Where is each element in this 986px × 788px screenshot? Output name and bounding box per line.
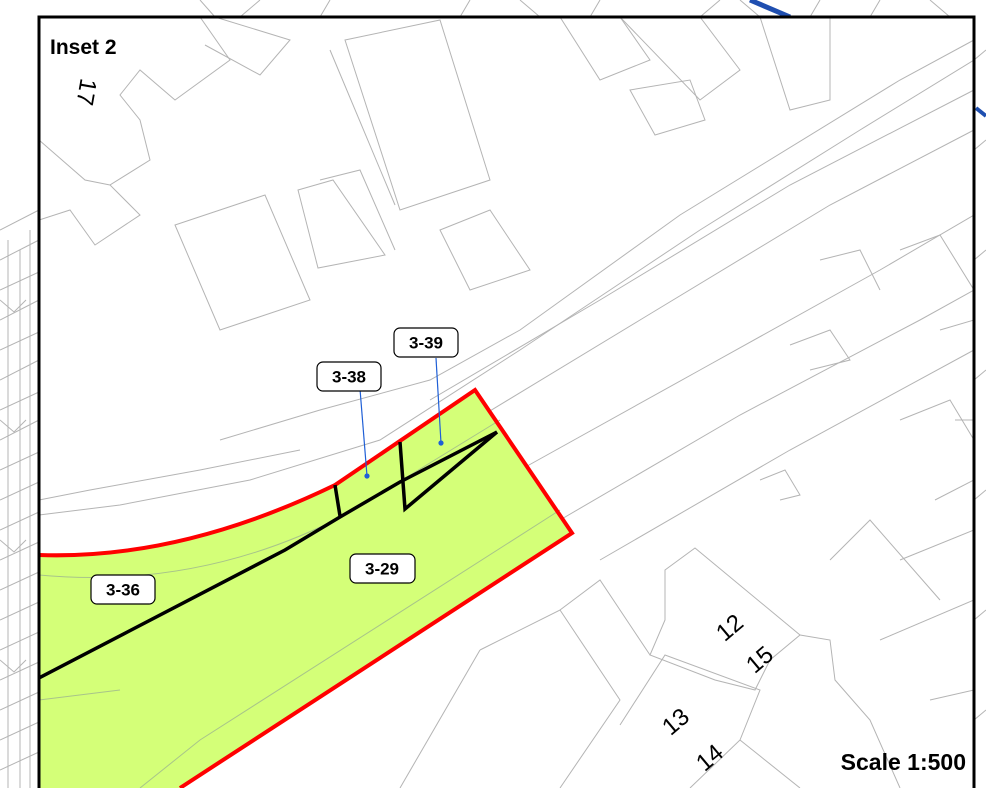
inset-frame	[37, 15, 976, 788]
inset-title: Inset 2	[50, 36, 117, 59]
road-accent	[749, 0, 986, 118]
scale-label: Scale 1:500	[841, 749, 966, 775]
svg-text:3-36: 3-36	[106, 581, 140, 600]
parcel-outlines	[39, 17, 974, 788]
svg-text:3-38: 3-38	[332, 368, 366, 387]
plot-division-lines	[39, 430, 499, 680]
svg-text:3-29: 3-29	[365, 560, 399, 579]
leader-lines	[359, 357, 444, 479]
plot-label-3-38[interactable]: 3-38	[316, 361, 382, 392]
svg-text:3-39: 3-39	[409, 334, 443, 353]
plot-label-3-39[interactable]: 3-39	[393, 327, 459, 358]
building-number-17: 17	[70, 77, 101, 108]
plot-label-3-29[interactable]: 3-29	[349, 553, 416, 584]
plot-label-3-36[interactable]: 3-36	[90, 574, 156, 605]
